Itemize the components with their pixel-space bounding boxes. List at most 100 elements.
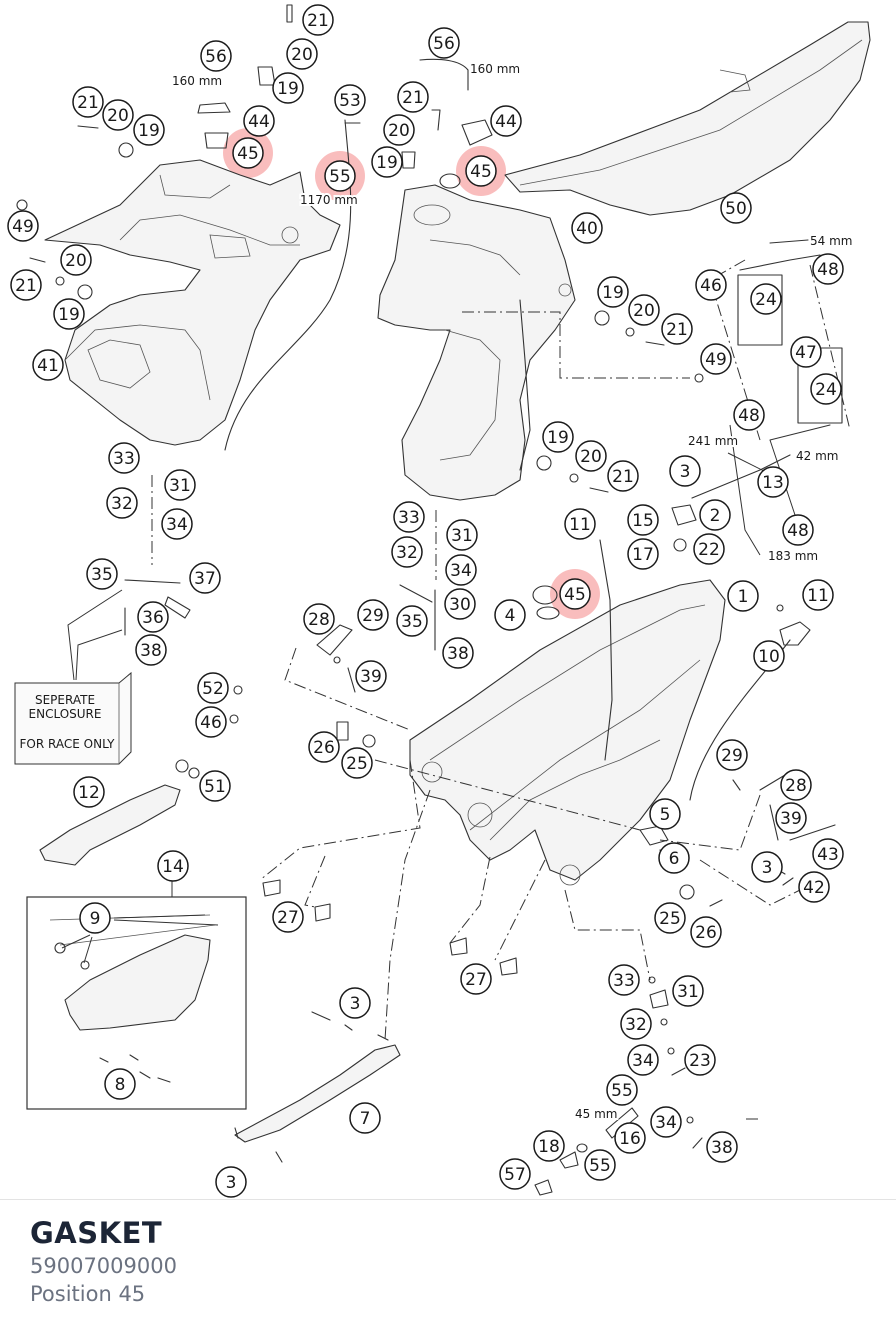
callout-46[interactable]: 46 — [195, 706, 227, 738]
callout-45[interactable]: 45 — [465, 155, 497, 187]
callout-35[interactable]: 35 — [396, 605, 428, 637]
callout-26[interactable]: 26 — [308, 731, 340, 763]
callout-24[interactable]: 24 — [750, 283, 782, 315]
callout-10[interactable]: 10 — [753, 640, 785, 672]
callout-43[interactable]: 43 — [812, 838, 844, 870]
callout-28[interactable]: 28 — [303, 603, 335, 635]
callout-46[interactable]: 46 — [695, 269, 727, 301]
callout-40[interactable]: 40 — [571, 212, 603, 244]
callout-8[interactable]: 8 — [104, 1068, 136, 1100]
callout-31[interactable]: 31 — [672, 975, 704, 1007]
callout-3[interactable]: 3 — [669, 455, 701, 487]
callout-45[interactable]: 45 — [232, 137, 264, 169]
callout-12[interactable]: 12 — [73, 776, 105, 808]
callout-30[interactable]: 30 — [444, 588, 476, 620]
callout-19[interactable]: 19 — [542, 421, 574, 453]
callout-34[interactable]: 34 — [650, 1106, 682, 1138]
callout-56[interactable]: 56 — [200, 40, 232, 72]
callout-42[interactable]: 42 — [798, 871, 830, 903]
callout-11[interactable]: 11 — [564, 508, 596, 540]
callout-16[interactable]: 16 — [614, 1122, 646, 1154]
callout-49[interactable]: 49 — [700, 343, 732, 375]
callout-38[interactable]: 38 — [706, 1131, 738, 1163]
callout-17[interactable]: 17 — [627, 538, 659, 570]
callout-6[interactable]: 6 — [658, 842, 690, 874]
callout-21[interactable]: 21 — [607, 460, 639, 492]
callout-11[interactable]: 11 — [802, 579, 834, 611]
callout-21[interactable]: 21 — [72, 86, 104, 118]
callout-22[interactable]: 22 — [693, 533, 725, 565]
callout-35[interactable]: 35 — [86, 558, 118, 590]
callout-55[interactable]: 55 — [606, 1074, 638, 1106]
callout-50[interactable]: 50 — [720, 192, 752, 224]
callout-19[interactable]: 19 — [272, 72, 304, 104]
callout-44[interactable]: 44 — [490, 105, 522, 137]
callout-20[interactable]: 20 — [575, 440, 607, 472]
callout-7[interactable]: 7 — [349, 1102, 381, 1134]
callout-32[interactable]: 32 — [391, 536, 423, 568]
callout-4[interactable]: 4 — [494, 599, 526, 631]
callout-13[interactable]: 13 — [757, 466, 789, 498]
callout-36[interactable]: 36 — [137, 601, 169, 633]
callout-1[interactable]: 1 — [727, 580, 759, 612]
callout-19[interactable]: 19 — [597, 276, 629, 308]
callout-38[interactable]: 38 — [135, 634, 167, 666]
callout-20[interactable]: 20 — [628, 294, 660, 326]
callout-20[interactable]: 20 — [60, 244, 92, 276]
callout-49[interactable]: 49 — [7, 210, 39, 242]
callout-29[interactable]: 29 — [716, 739, 748, 771]
callout-14[interactable]: 14 — [157, 850, 189, 882]
callout-27[interactable]: 27 — [460, 963, 492, 995]
callout-20[interactable]: 20 — [286, 38, 318, 70]
callout-24[interactable]: 24 — [810, 373, 842, 405]
callout-34[interactable]: 34 — [161, 508, 193, 540]
callout-31[interactable]: 31 — [164, 469, 196, 501]
callout-23[interactable]: 23 — [684, 1044, 716, 1076]
callout-21[interactable]: 21 — [661, 313, 693, 345]
callout-33[interactable]: 33 — [608, 964, 640, 996]
callout-20[interactable]: 20 — [383, 114, 415, 146]
callout-9[interactable]: 9 — [79, 902, 111, 934]
callout-51[interactable]: 51 — [199, 770, 231, 802]
callout-21[interactable]: 21 — [302, 4, 334, 36]
callout-34[interactable]: 34 — [445, 554, 477, 586]
callout-39[interactable]: 39 — [355, 660, 387, 692]
callout-3[interactable]: 3 — [339, 987, 371, 1019]
callout-57[interactable]: 57 — [499, 1158, 531, 1190]
callout-29[interactable]: 29 — [357, 599, 389, 631]
callout-55[interactable]: 55 — [584, 1149, 616, 1181]
callout-31[interactable]: 31 — [446, 519, 478, 551]
callout-33[interactable]: 33 — [108, 442, 140, 474]
callout-19[interactable]: 19 — [53, 298, 85, 330]
callout-52[interactable]: 52 — [197, 672, 229, 704]
callout-3[interactable]: 3 — [751, 851, 783, 883]
callout-27[interactable]: 27 — [272, 901, 304, 933]
callout-38[interactable]: 38 — [442, 637, 474, 669]
callout-47[interactable]: 47 — [790, 336, 822, 368]
callout-19[interactable]: 19 — [133, 114, 165, 146]
callout-48[interactable]: 48 — [812, 253, 844, 285]
callout-55[interactable]: 55 — [324, 160, 356, 192]
callout-41[interactable]: 41 — [32, 349, 64, 381]
callout-32[interactable]: 32 — [620, 1008, 652, 1040]
callout-37[interactable]: 37 — [189, 562, 221, 594]
callout-26[interactable]: 26 — [690, 916, 722, 948]
callout-33[interactable]: 33 — [393, 501, 425, 533]
callout-56[interactable]: 56 — [428, 27, 460, 59]
callout-45[interactable]: 45 — [559, 578, 591, 610]
callout-2[interactable]: 2 — [699, 499, 731, 531]
callout-18[interactable]: 18 — [533, 1130, 565, 1162]
callout-5[interactable]: 5 — [649, 798, 681, 830]
callout-32[interactable]: 32 — [106, 487, 138, 519]
callout-39[interactable]: 39 — [775, 802, 807, 834]
callout-34[interactable]: 34 — [627, 1044, 659, 1076]
callout-21[interactable]: 21 — [397, 81, 429, 113]
callout-15[interactable]: 15 — [627, 504, 659, 536]
callout-53[interactable]: 53 — [334, 84, 366, 116]
callout-3[interactable]: 3 — [215, 1166, 247, 1198]
callout-21[interactable]: 21 — [10, 269, 42, 301]
callout-48[interactable]: 48 — [782, 514, 814, 546]
callout-44[interactable]: 44 — [243, 105, 275, 137]
callout-20[interactable]: 20 — [102, 99, 134, 131]
callout-28[interactable]: 28 — [780, 769, 812, 801]
